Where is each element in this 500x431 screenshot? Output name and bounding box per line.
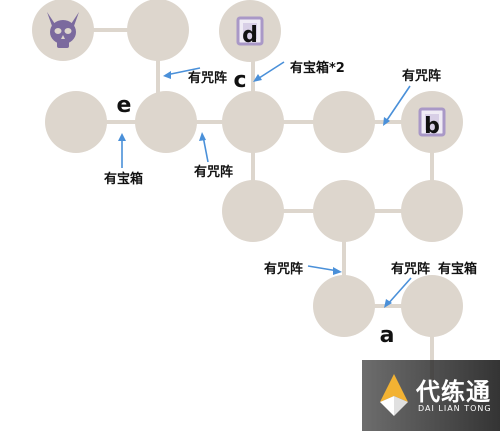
note-chest-left: 有宝箱: [104, 171, 143, 187]
note-curse-top: 有咒阵: [188, 70, 227, 86]
node-e: [135, 91, 197, 153]
label-e: e: [117, 93, 132, 118]
annotations: 有咒阵 有宝箱*2 有咒阵 有宝箱 有咒阵 有咒阵 有咒阵 有宝箱: [104, 60, 477, 277]
logo-emblem-icon: [380, 374, 408, 416]
node-row3-mid: [313, 180, 375, 242]
label-c: c: [233, 68, 246, 93]
watermark-subtitle: DAI LIAN TONG: [418, 404, 492, 413]
note-arrows: [118, 61, 412, 308]
watermark-title: 代练通: [416, 378, 491, 406]
note-curse-a: 有咒阵: [391, 261, 430, 277]
node-a: [401, 275, 463, 337]
note-curse-mid: 有咒阵: [194, 164, 233, 180]
map-nodes: [32, 0, 463, 337]
node-top: [127, 0, 189, 61]
label-b: b: [424, 114, 440, 139]
node-e-left: [45, 91, 107, 153]
label-a: a: [380, 323, 395, 348]
node-row3-right: [401, 180, 463, 242]
note-curse-right: 有咒阵: [402, 68, 441, 84]
note-chest-x2: 有宝箱*2: [290, 60, 345, 76]
note-chest-a: 有宝箱: [438, 261, 477, 277]
treasure-chest-icon: [236, 16, 264, 46]
label-d: d: [242, 23, 258, 48]
horned-skull-icon: [47, 12, 79, 48]
watermark-logo: 代练通 DAI LIAN TONG: [362, 360, 500, 431]
note-curse-lower: 有咒阵: [264, 261, 303, 277]
node-c: [222, 91, 284, 153]
node-row3-left: [222, 180, 284, 242]
node-mid-right: [313, 91, 375, 153]
node-row4-left: [313, 275, 375, 337]
treasure-chest-icon: [418, 107, 446, 137]
